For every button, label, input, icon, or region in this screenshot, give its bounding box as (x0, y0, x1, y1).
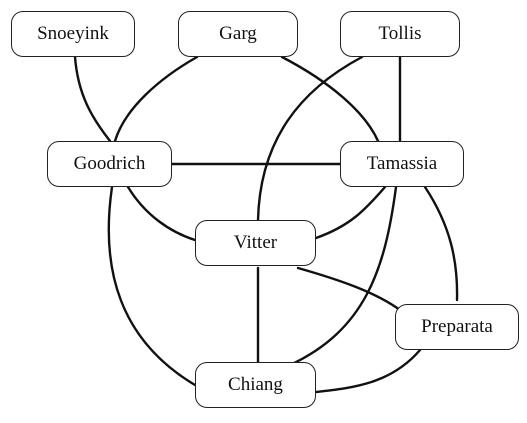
edge-tamassia-chiang (288, 185, 398, 367)
edge-tamassia-vitter (314, 185, 387, 240)
edge-goodrich-chiang (107, 185, 197, 387)
node-vitter: Vitter (195, 220, 316, 266)
node-snoeyink: Snoeyink (11, 11, 135, 57)
node-preparata: Preparata (395, 304, 519, 350)
node-tamassia: Tamassia (340, 141, 464, 187)
edge-garg-goodrich (113, 55, 199, 143)
edge-tamassia-preparata (423, 185, 459, 302)
edge-tollis-vitter (256, 55, 364, 222)
edge-vitter-preparata (296, 266, 402, 312)
node-garg: Garg (178, 11, 298, 57)
node-chiang: Chiang (195, 362, 316, 408)
edge-goodrich-vitter (126, 185, 197, 242)
edge-snoeyink-goodrich (73, 55, 112, 143)
node-tollis: Tollis (340, 11, 460, 57)
edge-preparata-chiang (314, 348, 422, 394)
node-goodrich: Goodrich (47, 141, 172, 187)
edge-garg-tamassia (280, 55, 380, 143)
